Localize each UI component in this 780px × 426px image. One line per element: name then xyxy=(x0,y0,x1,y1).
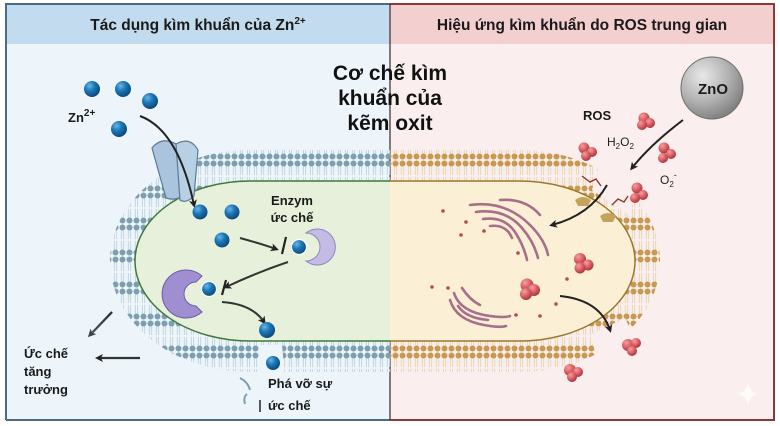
zinc-ion xyxy=(142,93,158,109)
growth-label-line3: trưởng xyxy=(24,382,68,397)
oxidative-damage-mark xyxy=(581,175,602,187)
ros-molecule xyxy=(578,142,597,161)
disrupt-label-line1: Phá vỡ sự xyxy=(268,376,333,391)
sparkle-icon xyxy=(738,383,758,405)
damaged-dna-strands-upper xyxy=(468,198,550,262)
enzyme-inhibited-small xyxy=(290,228,336,266)
cellular-debris-dots xyxy=(430,209,569,318)
ros-damage-arrow xyxy=(549,184,608,228)
zinc-ion-label: Zn2+ xyxy=(68,108,95,125)
ros-molecule xyxy=(637,112,655,130)
zinc-ion xyxy=(84,81,100,97)
left-panel-header-background xyxy=(6,4,390,44)
center-title-line1: Cơ chế kìm xyxy=(333,62,447,85)
membrane-fragment xyxy=(575,197,591,206)
enzyme-label-line1: Enzym xyxy=(271,193,313,208)
left-panel-header: Tác dụng kìm khuẩn của Zn2+ xyxy=(90,16,306,34)
superoxide-label: O2- xyxy=(660,170,677,189)
zno-label: ZnO xyxy=(698,81,728,98)
damaged-dna-strands-lower xyxy=(448,286,512,329)
membrane-break-bottom xyxy=(590,318,640,368)
ros-label: ROS xyxy=(583,108,612,123)
zinc-ion xyxy=(266,356,280,370)
growth-label-line2: tăng xyxy=(24,364,52,379)
oxidative-damage-mark xyxy=(611,195,629,206)
growth-label-line1: Ức chế xyxy=(24,346,69,361)
center-title-line3: kẽm oxit xyxy=(347,112,432,135)
enzyme-large xyxy=(161,269,218,319)
inhibition-bar xyxy=(220,279,228,296)
left-panel-border xyxy=(5,3,390,420)
center-title-line2: khuẩn của xyxy=(338,87,442,110)
ros-molecule xyxy=(658,142,676,163)
disrupt-label-line2: ức chế xyxy=(268,398,311,413)
membrane-debris xyxy=(239,377,251,391)
binding-arrow xyxy=(239,237,279,252)
zinc-ion xyxy=(111,121,127,137)
right-panel-header-background xyxy=(390,4,774,44)
ros-molecule xyxy=(574,253,594,274)
zno-nanoparticle xyxy=(680,56,744,120)
inhibition-bar xyxy=(280,236,288,255)
zinc-ion xyxy=(115,81,131,97)
membrane-break-top xyxy=(592,168,640,215)
zinc-ion xyxy=(214,232,230,248)
leakage-arrow xyxy=(559,295,613,333)
membrane-debris xyxy=(243,393,248,405)
ros-molecule xyxy=(622,338,641,356)
bacterium-right-half xyxy=(390,150,660,372)
enzyme-label-line2: ức chế xyxy=(271,210,314,225)
zinc-ion xyxy=(224,204,240,220)
ros-molecule xyxy=(630,182,648,203)
ros-molecule xyxy=(564,364,583,382)
ros-generation-arrow xyxy=(630,119,684,171)
h2o2-label: H2O2 xyxy=(607,135,634,151)
ros-molecule xyxy=(520,278,540,300)
membrane-fragment xyxy=(600,213,616,222)
right-panel-header: Hiệu ứng kìm khuẩn do ROS trung gian xyxy=(437,17,727,34)
zinc-uptake-arrow xyxy=(139,115,197,208)
cytoplasm-left xyxy=(134,180,390,342)
enzyme-arrow xyxy=(223,261,289,289)
right-panel-border xyxy=(390,3,775,421)
zinc-ion xyxy=(259,322,275,338)
efflux-arrow xyxy=(221,301,266,325)
zinc-ion xyxy=(192,204,208,220)
